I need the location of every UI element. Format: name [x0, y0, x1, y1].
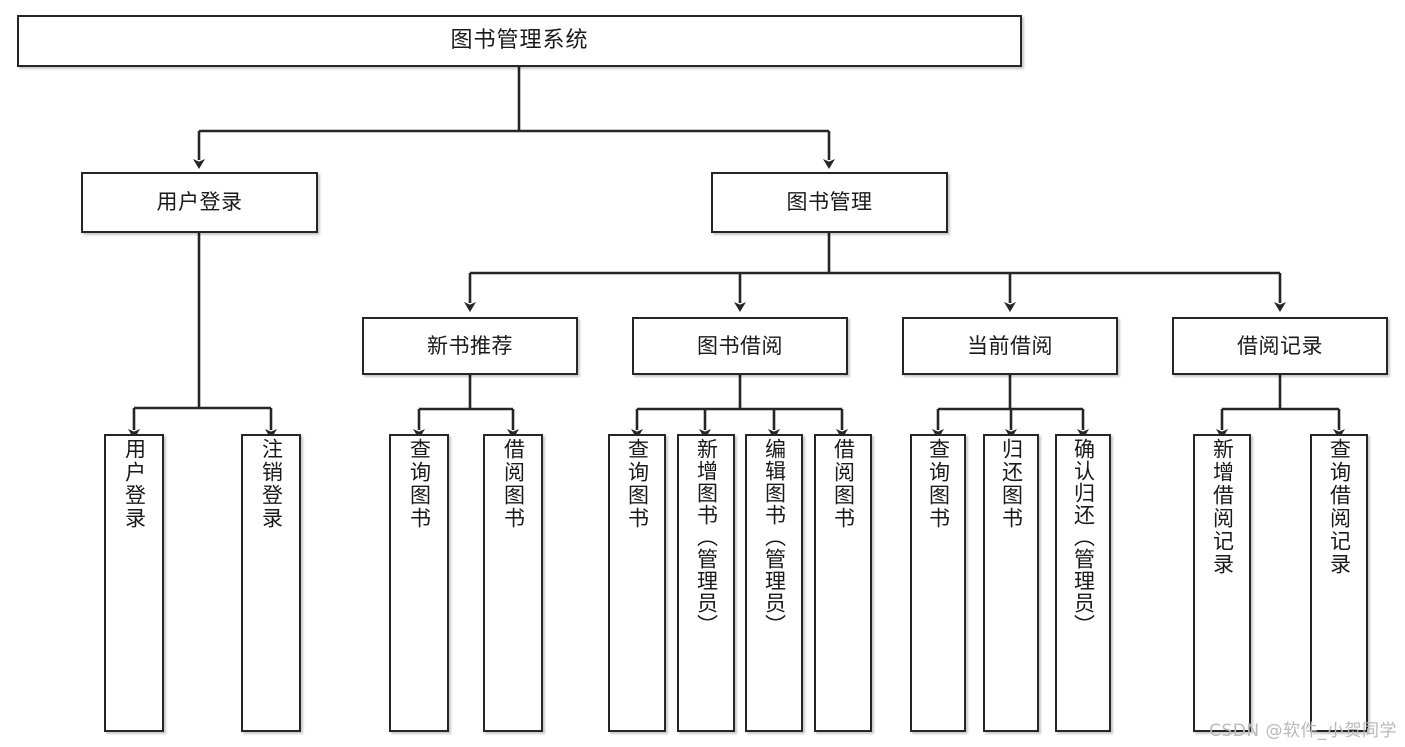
leaf-new-book-borrow-book[interactable]: 借阅图书: [483, 434, 543, 732]
leaf-user-login-login[interactable]: 用户登录: [104, 434, 164, 732]
leaf-user-login-logout[interactable]: 注销登录: [241, 434, 301, 732]
leaf-current-borrow-confirm-return-admin[interactable]: 确认归还（管理员）: [1055, 434, 1111, 732]
node-book-management[interactable]: 图书管理: [711, 172, 948, 233]
node-label: 借阅记录: [1237, 333, 1323, 358]
node-root-book-management-system[interactable]: 图书管理系统: [17, 15, 1022, 67]
node-borrow-record[interactable]: 借阅记录: [1172, 317, 1388, 375]
node-new-book-recommend[interactable]: 新书推荐: [362, 317, 578, 375]
node-label: 图书管理系统: [450, 28, 589, 54]
leaf-book-borrow-query-book[interactable]: 查询图书: [608, 434, 666, 732]
node-label: 查询图书: [625, 438, 650, 530]
node-label: 图书管理: [786, 190, 873, 215]
node-label: 查询图书: [407, 438, 432, 530]
node-label: 用户登录: [156, 190, 243, 215]
node-label: 当前借阅: [967, 333, 1053, 358]
leaf-book-borrow-borrow-book[interactable]: 借阅图书: [814, 434, 872, 732]
node-label: 编辑图书（管理员）: [762, 438, 787, 636]
node-label: 归还图书: [999, 438, 1024, 530]
node-label: 图书借阅: [697, 333, 783, 358]
node-label: 新增借阅记录: [1210, 438, 1235, 576]
leaf-current-borrow-query-book[interactable]: 查询图书: [910, 434, 966, 732]
node-label: 借阅图书: [501, 438, 526, 530]
leaf-current-borrow-return-book[interactable]: 归还图书: [983, 434, 1039, 732]
node-user-login[interactable]: 用户登录: [81, 172, 318, 233]
node-label: 查询借阅记录: [1327, 438, 1352, 576]
node-label: 新书推荐: [427, 333, 513, 358]
leaf-book-borrow-add-book-admin[interactable]: 新增图书（管理员）: [677, 434, 735, 732]
leaf-book-borrow-edit-book-admin[interactable]: 编辑图书（管理员）: [745, 434, 803, 732]
node-label: 新增图书（管理员）: [694, 438, 719, 636]
node-book-borrow[interactable]: 图书借阅: [632, 317, 848, 375]
leaf-borrow-record-add-record[interactable]: 新增借阅记录: [1193, 434, 1251, 732]
node-label: 查询图书: [926, 438, 951, 530]
node-current-borrow[interactable]: 当前借阅: [902, 317, 1118, 375]
leaf-new-book-query-book[interactable]: 查询图书: [389, 434, 449, 732]
watermark-text: CSDN @软件_小贺同学: [1209, 721, 1397, 741]
node-label: 借阅图书: [831, 438, 856, 530]
node-label: 确认归还（管理员）: [1071, 438, 1096, 636]
leaf-borrow-record-query-record[interactable]: 查询借阅记录: [1310, 434, 1368, 732]
node-label: 注销登录: [259, 438, 284, 530]
node-label: 用户登录: [122, 438, 147, 530]
